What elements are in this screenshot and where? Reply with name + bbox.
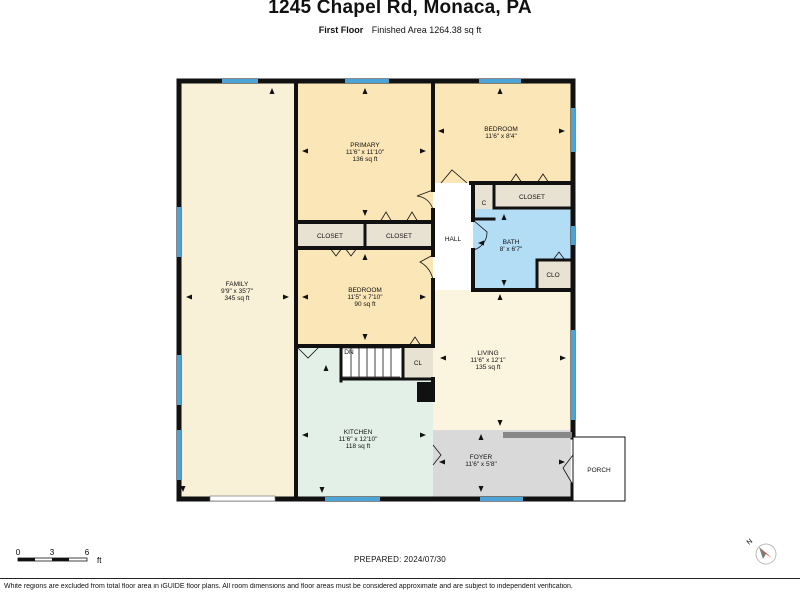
compass-label: N: [746, 538, 754, 547]
closet-a-fill: [296, 224, 364, 248]
doors: [295, 169, 574, 486]
closet-b-fill: [366, 224, 433, 248]
primary-dims: 11'6" x 11'10": [346, 149, 385, 156]
family-area: 345 sq ft: [225, 295, 250, 302]
page-title: 1245 Chapel Rd, Monaca, PA: [268, 0, 532, 18]
footer-note: White regions are excluded from total fl…: [4, 583, 573, 590]
kitchen-name: KITCHEN: [344, 429, 373, 436]
scale-tick-0: 0: [16, 548, 21, 557]
finished-area: Finished Area 1264.38 sq ft: [371, 25, 482, 35]
room-primary[interactable]: [296, 83, 433, 222]
footer-divider: [0, 578, 800, 579]
living-area: 135 sq ft: [476, 364, 501, 371]
cl-label: CL: [414, 360, 423, 367]
hall-label: HALL: [445, 236, 462, 243]
compass-icon: N: [746, 538, 777, 565]
closet-c-label: CLOSET: [519, 194, 545, 201]
dimension-arrows: [180, 88, 566, 493]
living-dims: 11'6" x 12'1": [470, 357, 506, 364]
c-label: C: [482, 200, 487, 207]
foyer-name: FOYER: [470, 454, 493, 461]
scale-tick-3: 3: [50, 548, 55, 557]
bath-name: BATH: [503, 239, 520, 246]
family-name: FAMILY: [226, 281, 249, 288]
slider-door: [209, 495, 276, 502]
room-living[interactable]: [433, 290, 571, 430]
scale-tick-6: 6: [85, 548, 90, 557]
cl-fill: [403, 346, 433, 379]
clo-label: CLO: [546, 272, 559, 279]
stairs-label: DN: [344, 349, 354, 356]
closet-b-label: CLOSET: [386, 233, 412, 240]
closet-a-label: CLOSET: [317, 233, 343, 240]
bedroom-mid-area: 90 sq ft: [354, 301, 376, 308]
bedroom-mid-name: BEDROOM: [348, 287, 382, 294]
floor-label: First Floor: [318, 25, 364, 35]
closet-c-fill: [494, 183, 571, 208]
prepared-date: PREPARED: 2024/07/30: [354, 555, 446, 564]
bedroom-ne-dims: 11'6" x 8'4": [485, 133, 517, 140]
primary-area: 136 sq ft: [353, 156, 378, 163]
bedroom-mid-dims: 11'5" x 7'10": [347, 294, 383, 301]
windows: [177, 79, 575, 501]
living-name: LIVING: [477, 350, 498, 357]
kitchen-area: 118 sq ft: [346, 443, 371, 450]
porch-label: PORCH: [587, 467, 611, 474]
floor-subtitle: First Floor Finished Area 1264.38 sq ft: [0, 25, 800, 35]
room-bedroom-ne[interactable]: [433, 83, 571, 183]
scale-unit: ft: [97, 556, 102, 565]
clo-fill: [537, 260, 571, 290]
kitchen-dims: 11'6" x 12'10": [339, 436, 378, 443]
bedroom-ne-name: BEDROOM: [484, 126, 518, 133]
room-hall[interactable]: [433, 183, 473, 290]
room-family[interactable]: [181, 83, 296, 497]
room-bedroom-mid[interactable]: [296, 249, 433, 346]
primary-name: PRIMARY: [350, 142, 380, 149]
porch[interactable]: [572, 436, 626, 502]
bath-dims: 8' x 6'7": [500, 246, 523, 253]
room-foyer[interactable]: [433, 430, 571, 497]
scale-bar: 0 3 6 ft: [16, 548, 102, 565]
foyer-dims: 11'6" x 5'8": [465, 461, 497, 468]
family-dims: 9'9" x 35'7": [221, 288, 254, 295]
